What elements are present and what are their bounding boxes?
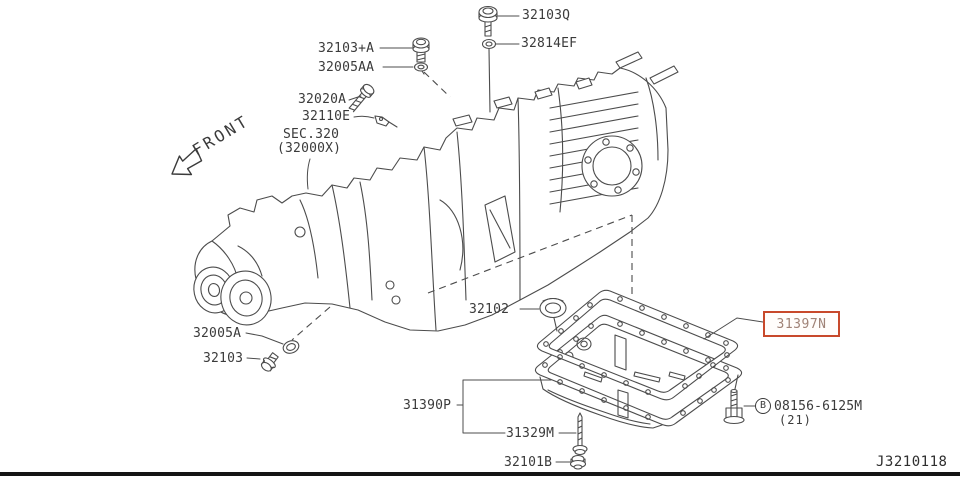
seal-32102-drawing	[539, 297, 567, 332]
callout-32110E[interactable]: 32110E	[302, 109, 351, 124]
circled-b-icon: B	[755, 398, 771, 414]
oil-pan-drawing	[534, 314, 743, 429]
callout-31390P[interactable]: 31390P	[403, 398, 452, 413]
gasket-bolt-holes	[543, 296, 730, 395]
washer-32005AA-drawing	[413, 62, 429, 75]
washer-32814EF-drawing	[481, 38, 497, 113]
plug-32103-drawing	[260, 352, 279, 372]
clip-32110E-drawing	[374, 115, 398, 128]
bolt-32103A-drawing	[412, 37, 430, 63]
front-output-flange	[193, 266, 272, 326]
callout-32005AA[interactable]: 32005AA	[318, 60, 375, 75]
bolt-spec-callout[interactable]: B 08156-6125M	[755, 398, 862, 414]
leader-lines	[245, 15, 764, 463]
section-reference-title: SEC.320	[283, 127, 340, 142]
callout-32101B[interactable]: 32101B	[504, 455, 553, 470]
callout-32020A[interactable]: 32020A	[298, 92, 347, 107]
callout-32005A[interactable]: 32005A	[193, 326, 242, 341]
section-reference[interactable]: SEC.320 (32000X)	[277, 128, 341, 156]
highlighted-part-number: 31397N	[776, 316, 827, 332]
pan-gasket-drawing	[536, 289, 739, 401]
transmission-assembly-drawing	[193, 51, 679, 332]
bottom-border-rule	[0, 472, 960, 476]
callout-32102[interactable]: 32102	[469, 302, 510, 317]
bolt-08156-drawing	[723, 388, 745, 425]
washer-32005A-drawing	[282, 340, 300, 354]
section-reference-subtitle: (32000X)	[277, 141, 342, 156]
plug-32101B-drawing	[569, 454, 587, 470]
bolt-spec-number: 08156-6125M	[774, 398, 863, 414]
highlighted-part-callout-31397N[interactable]: 31397N	[763, 311, 840, 337]
bolt-spec-quantity: (21)	[779, 413, 812, 427]
diagram-id: J3210118	[876, 454, 948, 470]
bolt-32020A-drawing	[348, 83, 375, 113]
bolt-32103Q-drawing	[478, 5, 498, 37]
rear-flange	[581, 135, 643, 197]
callout-32103[interactable]: 32103	[203, 351, 244, 366]
front-arrow-icon	[171, 148, 203, 176]
callout-32103A[interactable]: 32103+A	[318, 41, 375, 56]
bolt-31329M-drawing	[572, 412, 588, 456]
callout-31329M[interactable]: 31329M	[506, 426, 555, 441]
projection-dashed-lines	[291, 71, 633, 341]
pan-interior-details	[564, 334, 686, 419]
callout-32814EF[interactable]: 32814EF	[521, 36, 578, 51]
callout-32103Q[interactable]: 32103Q	[522, 8, 571, 23]
